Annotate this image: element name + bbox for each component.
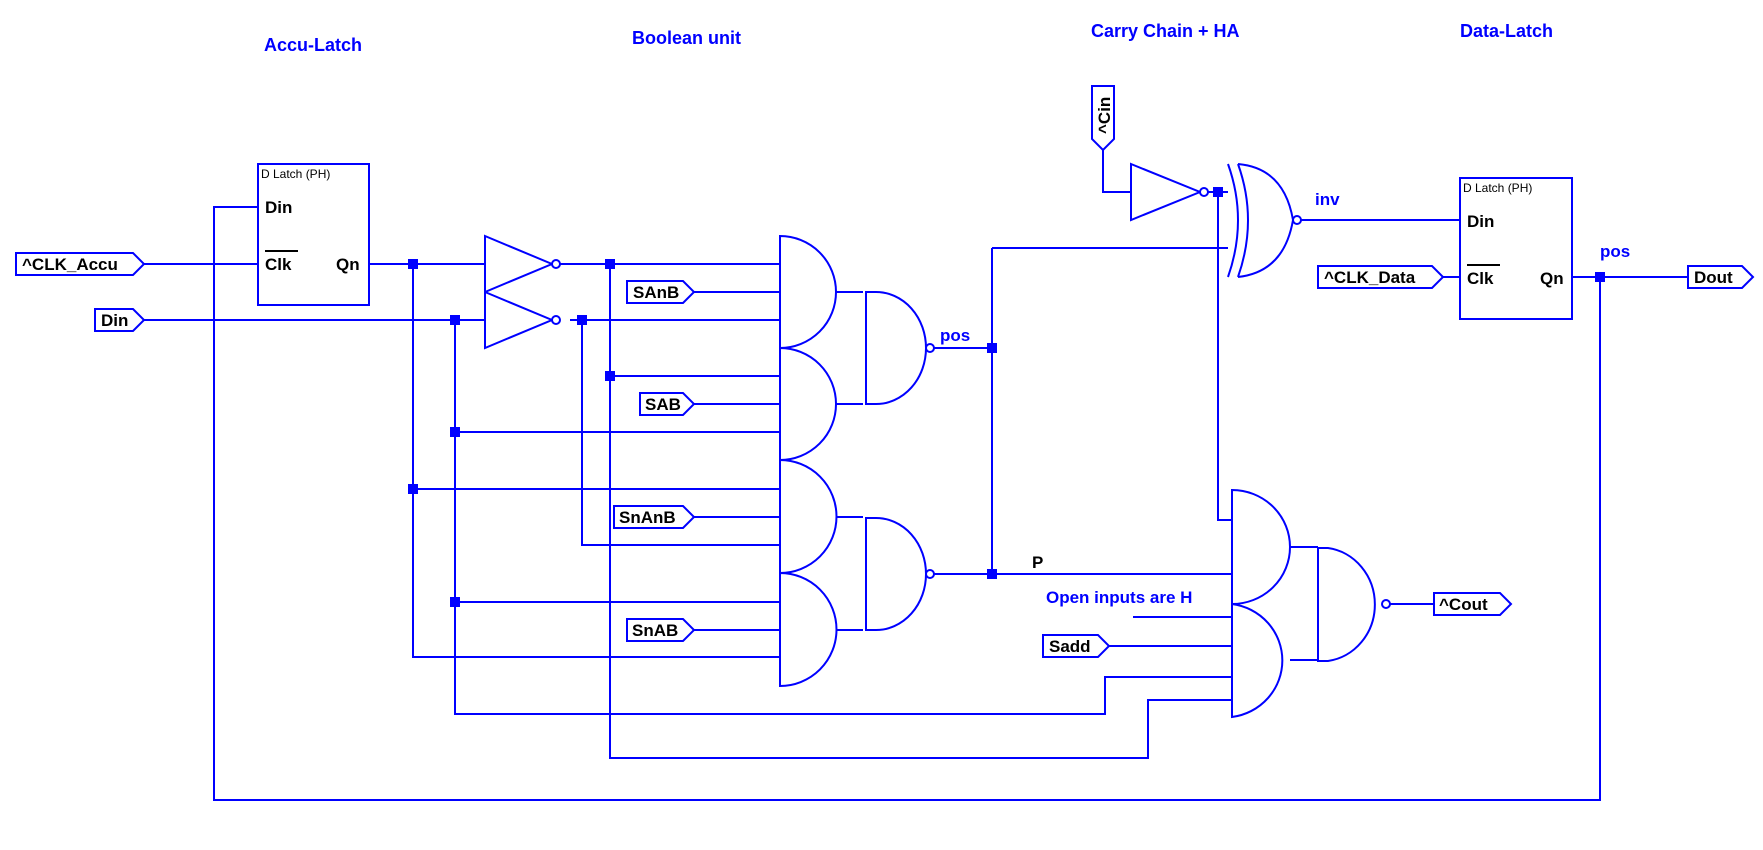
xnor-gate [1227,163,1302,278]
carry-nand-gate [1317,547,1391,662]
port-sanb: SAnB [626,280,696,304]
port-dout: Dout [1687,265,1755,289]
and-gate-1 [779,234,837,350]
data-latch-qn-pin: Qn [1540,269,1564,288]
section-title-accu-latch: Accu-Latch [264,35,362,55]
port-clk-accu: ^CLK_Accu [15,252,146,276]
port-din: Din [94,308,146,332]
nand-gate-pos [865,291,935,405]
port-snab: SnAB [626,618,696,642]
accu-latch-qn-pin: Qn [336,255,360,274]
junctions [408,187,1605,607]
port-snanb: SnAnB [613,505,696,529]
port-sab: SAB [639,392,696,416]
port-sadd-label: Sadd [1049,637,1091,656]
and-gate-2 [779,346,837,462]
inverter-qn [484,234,561,294]
port-sadd: Sadd [1042,634,1111,658]
port-cout: ^Cout [1433,592,1513,616]
net-label-inv: inv [1315,190,1340,209]
carry-and-gate-2 [1231,602,1284,719]
port-sab-label: SAB [645,395,681,414]
net-label-p: P [1032,553,1043,572]
accu-latch-title: D Latch (PH) [261,167,330,181]
accu-latch-clk-pin: Clk [265,255,292,274]
data-latch-din-pin: Din [1467,212,1494,231]
port-cout-label: ^Cout [1439,595,1488,614]
port-clk-accu-label: ^CLK_Accu [22,255,118,274]
port-din-label: Din [101,311,128,330]
accu-latch-din-pin: Din [265,198,292,217]
port-dout-label: Dout [1694,268,1733,287]
port-snab-label: SnAB [632,621,678,640]
port-clk-data: ^CLK_Data [1317,265,1445,289]
data-latch-clk-pin: Clk [1467,269,1494,288]
nand-gate-p [865,517,935,631]
port-clk-data-label: ^CLK_Data [1324,268,1416,287]
and-gate-3 [779,458,838,575]
carry-and-gate-1 [1231,488,1291,606]
port-cin-label: ^Cin [1095,97,1114,134]
inverter-cin [1130,162,1209,222]
net-label-pos-data: pos [1600,242,1630,261]
inverter-din [484,290,561,350]
note-open-inputs: Open inputs are H [1046,588,1192,607]
section-title-carry-chain: Carry Chain + HA [1091,21,1240,41]
and-gate-4 [779,571,838,688]
net-label-pos-boolean: pos [940,326,970,345]
port-sanb-label: SAnB [633,283,679,302]
wires [144,150,1688,801]
section-title-data-latch: Data-Latch [1460,21,1553,41]
port-cin: ^Cin [1091,85,1115,152]
data-d-latch: D Latch (PH) Din Clk Qn [1459,177,1573,320]
accu-d-latch: D Latch (PH) Din Clk Qn [257,163,370,306]
section-title-boolean-unit: Boolean unit [632,28,741,48]
data-latch-title: D Latch (PH) [1463,181,1532,195]
port-snanb-label: SnAnB [619,508,676,527]
